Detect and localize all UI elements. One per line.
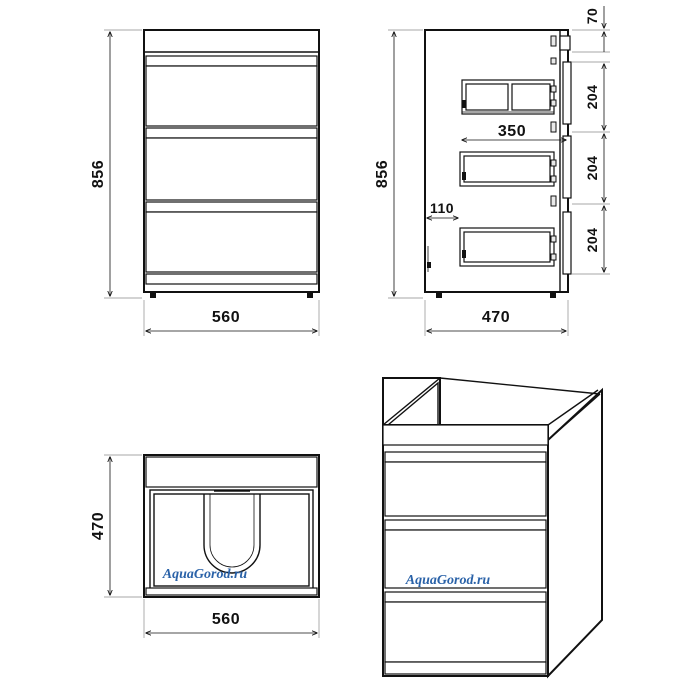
- drawer-pitch-label-1: 204: [584, 85, 600, 110]
- front-drawer-1-rail: [145, 55, 318, 67]
- offset-label: 110: [430, 200, 454, 216]
- front-drawer-2-rail: [145, 127, 318, 139]
- front-cabinet-body: [143, 29, 320, 293]
- drawer-pitch-label-2: 204: [584, 156, 600, 181]
- front-leg-right: [307, 292, 313, 298]
- top-rail-label: 70: [584, 8, 600, 25]
- front-drawer-2: [145, 137, 318, 201]
- side-height-label: 856: [374, 160, 391, 188]
- perspective-drawer-3: [384, 601, 547, 663]
- top-cabinet-outline: [143, 454, 320, 598]
- top-width-label: 560: [212, 611, 240, 628]
- front-width-label: 560: [212, 309, 240, 326]
- front-drawer-1: [145, 65, 318, 127]
- side-drawer-2: [459, 151, 555, 187]
- drawer-depth-label: 350: [498, 123, 526, 140]
- perspective-view: AquaGorod.ru: [382, 377, 603, 679]
- side-depth-label: 470: [482, 309, 510, 326]
- top-view-watermark: AquaGorod.ru: [162, 567, 248, 582]
- side-cabinet-body: [424, 29, 569, 293]
- side-drawer-3: [459, 227, 555, 267]
- perspective-watermark: AquaGorod.ru: [405, 573, 491, 588]
- drawer-pitch-label-3: 204: [584, 228, 600, 253]
- side-hardware: [427, 35, 557, 298]
- front-drawer-3: [145, 211, 318, 273]
- perspective-drawer-1: [384, 461, 547, 517]
- front-height-label: 856: [90, 160, 107, 188]
- top-view: AquaGorod.ru 470 560: [90, 454, 320, 638]
- top-depth-label: 470: [90, 512, 107, 540]
- side-view: 856 470 350 110 70 204 204 204: [374, 6, 610, 336]
- siphon-cutout: [203, 494, 261, 574]
- front-leg-left: [150, 292, 156, 298]
- perspective-drawer-2: [384, 529, 547, 589]
- side-drawer-1: [461, 79, 555, 115]
- front-view: 856 560: [90, 29, 320, 336]
- front-drawer-3-rail: [145, 201, 318, 213]
